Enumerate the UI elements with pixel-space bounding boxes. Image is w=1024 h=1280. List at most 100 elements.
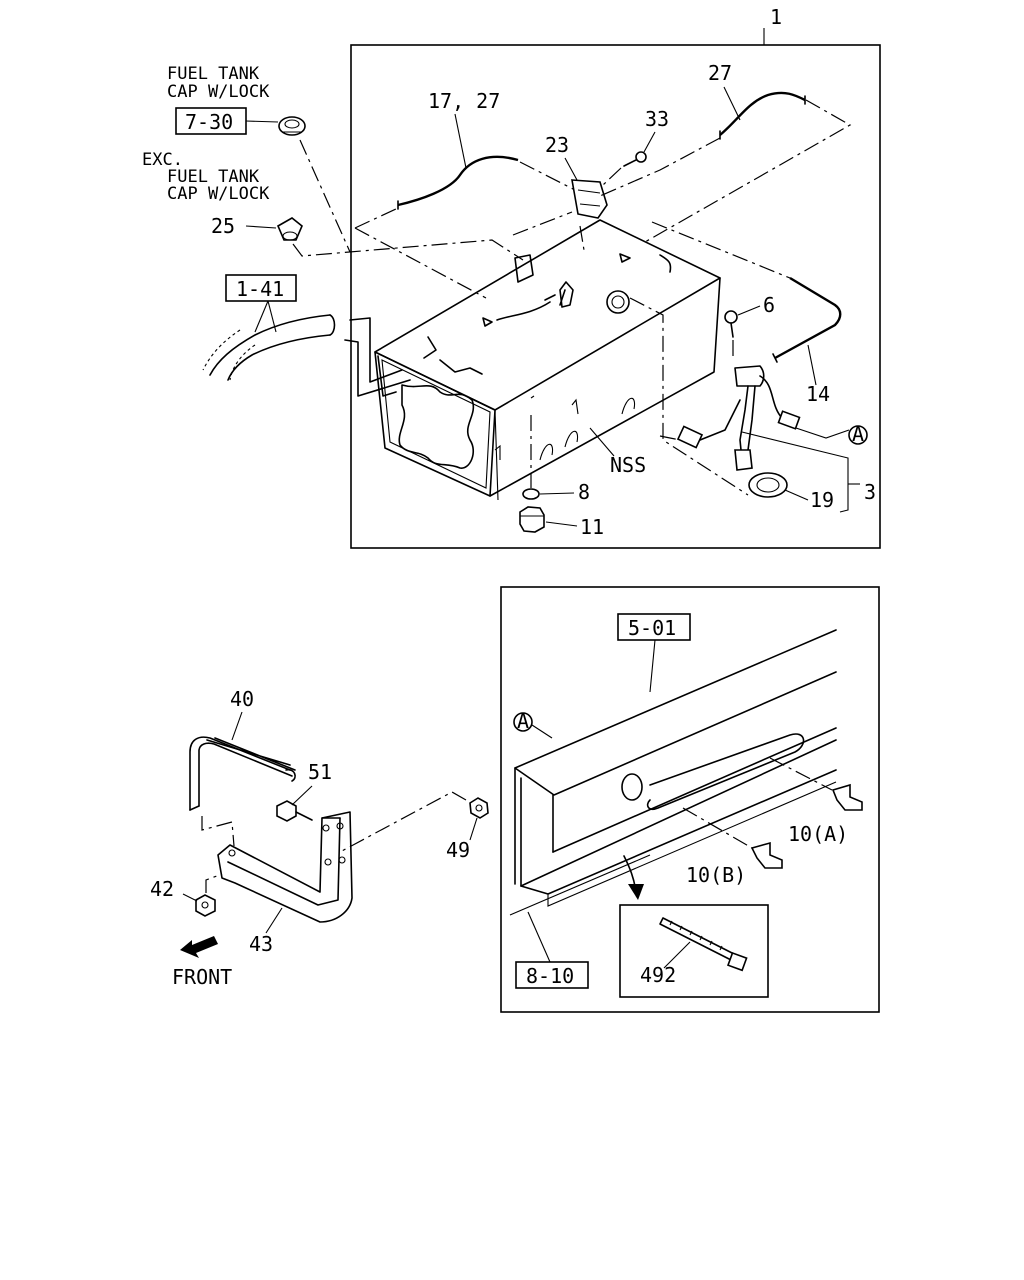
leader-7-30 (245, 120, 279, 123)
callout-a-top: A (852, 422, 864, 446)
note-exc-line2: FUEL TANK (167, 167, 260, 187)
leader-6 (737, 305, 761, 316)
callout-49: 49 (446, 838, 470, 862)
leader-49 (469, 817, 478, 841)
callout-10b: 10(B) (686, 863, 746, 887)
callout-circle-a-bottom (513, 712, 533, 732)
dash-27-a (599, 137, 721, 197)
leader-51 (291, 785, 313, 806)
callout-circle-a-top (848, 425, 868, 445)
harness-loop (509, 733, 805, 916)
leader-43 (265, 907, 283, 934)
dash-cap-lock (299, 139, 351, 253)
callout-492: 492 (640, 963, 676, 987)
note-exc-line1: EXC. (142, 150, 183, 170)
dash-40-43 (201, 816, 235, 847)
callout-6: 6 (763, 293, 775, 317)
callout-17-27: 17, 27 (428, 89, 500, 113)
leader-a-top (795, 427, 850, 439)
callout-25: 25 (211, 214, 235, 238)
dash-cap (292, 239, 524, 261)
gasket-19 (748, 472, 788, 498)
dash-10b (682, 807, 753, 849)
vent-hose-27 (719, 91, 806, 140)
ref-7-30[interactable]: 7-30 (185, 110, 233, 134)
callout-19: 19 (810, 488, 834, 512)
leader-a-bottom (531, 724, 553, 739)
vent-hose-17-27 (397, 155, 519, 210)
callout-10a: 10(A) (788, 822, 848, 846)
dash-19 (629, 297, 749, 496)
dash-14 (651, 221, 791, 279)
clip-10b (750, 841, 783, 869)
drain-plug-11 (519, 506, 545, 533)
hose-clip-23 (571, 179, 608, 219)
nut-42 (195, 894, 216, 917)
callout-8: 8 (578, 480, 590, 504)
clip-10a (831, 783, 863, 811)
dash-17-27-b (354, 227, 487, 299)
leader-14 (807, 344, 817, 386)
leader-33 (643, 131, 656, 153)
tank-band-40 (189, 736, 296, 811)
washer-8 (522, 488, 540, 500)
ref-1-41[interactable]: 1-41 (236, 277, 284, 301)
screw-33 (623, 151, 647, 167)
callout-14: 14 (806, 382, 830, 406)
leader-11 (545, 521, 578, 527)
callout-3: 3 (864, 480, 876, 504)
leader-42 (182, 893, 198, 902)
note-exc-line3: CAP W/LOCK (167, 184, 270, 204)
bolt-51 (276, 800, 313, 822)
callout-nss: NSS (610, 453, 646, 477)
leader-1-41-a (254, 300, 269, 333)
leader-17-27 (454, 113, 467, 169)
leader-8 (539, 492, 575, 495)
dash-33 (602, 167, 622, 186)
ref-box-1-41[interactable] (225, 274, 297, 302)
dash-23 (512, 211, 573, 236)
leader-nss (589, 427, 615, 457)
dash-27-b (644, 99, 852, 243)
leader-492 (663, 941, 691, 969)
callout-42: 42 (150, 877, 174, 901)
callout-27: 27 (708, 61, 732, 85)
callout-a-bottom: A (517, 709, 529, 733)
front-label: FRONT (172, 965, 232, 989)
leader-27 (723, 86, 741, 121)
callout-43: 43 (249, 932, 273, 956)
dash-42 (205, 873, 223, 893)
ref-5-01[interactable]: 5-01 (628, 616, 676, 640)
cable-tie-inset (619, 904, 769, 998)
screw-6 (724, 310, 738, 338)
leader-5-01 (649, 639, 656, 693)
ref-box-8-10[interactable] (515, 961, 589, 989)
frame-detail-panel (500, 586, 880, 1013)
callout-40: 40 (230, 687, 254, 711)
fuel-cap (276, 217, 303, 241)
cable-tie-492 (659, 917, 748, 972)
frame-rail (514, 629, 837, 907)
fuel-tank (374, 219, 721, 501)
tank-bracket-43 (217, 811, 353, 923)
dash-49 (339, 791, 467, 853)
leader-1-41-b (267, 300, 277, 333)
callout-11: 11 (580, 515, 604, 539)
filler-hose (202, 314, 411, 397)
ref-8-10[interactable]: 8-10 (526, 964, 574, 988)
leader-25 (245, 225, 277, 229)
fuel-sender-unit (676, 365, 801, 471)
ref-box-5-01[interactable] (617, 613, 691, 641)
zoom-arrow-icon (623, 855, 644, 900)
note-cap-lock-line2: CAP W/LOCK (167, 82, 270, 102)
callout-33: 33 (645, 107, 669, 131)
nut-49 (469, 797, 489, 819)
front-arrow-icon (180, 936, 218, 958)
leader-23 (564, 157, 578, 181)
vent-tube-14 (772, 276, 842, 363)
dash-17-27-c (354, 207, 399, 229)
callout-51: 51 (308, 760, 332, 784)
leader-8-10 (527, 911, 551, 963)
